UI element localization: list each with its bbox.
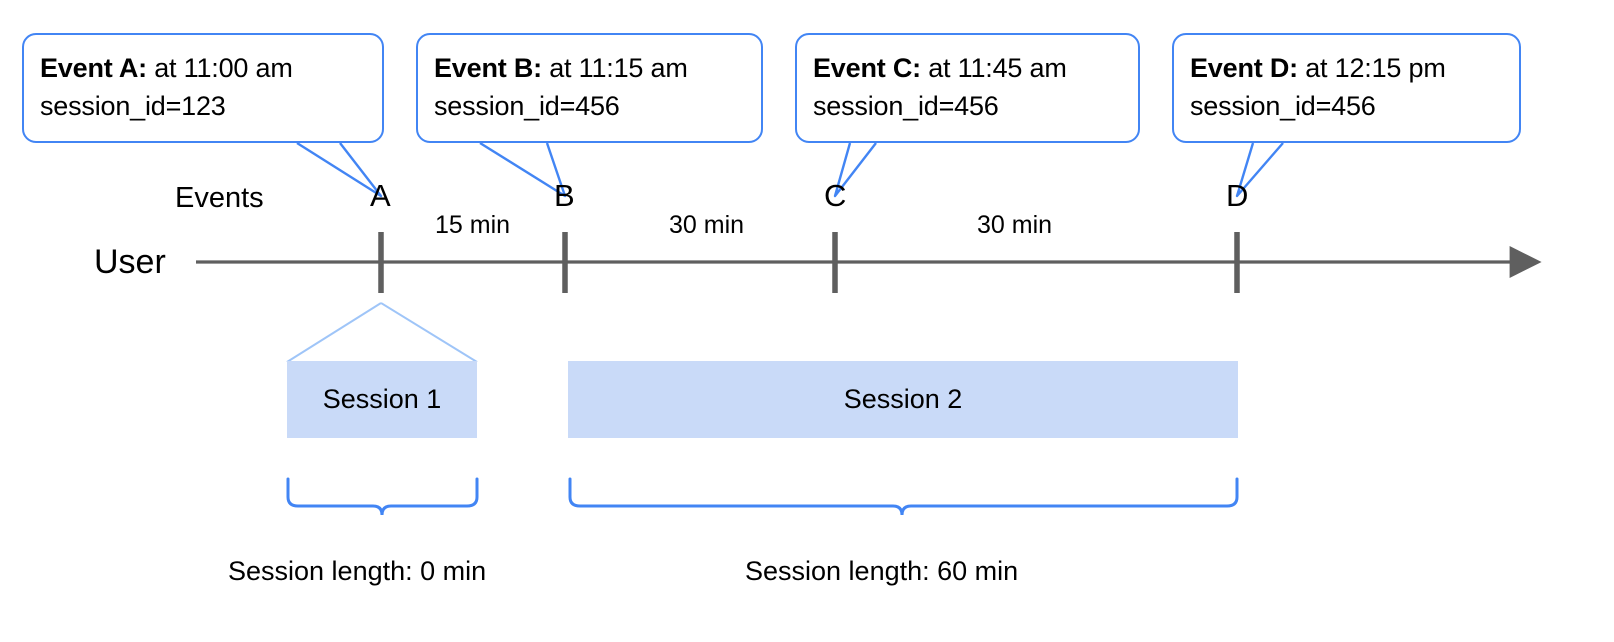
tick-label-a: A bbox=[370, 178, 391, 213]
callout-d-title: Event D: bbox=[1190, 53, 1298, 83]
callout-a-line1: Event A: at 11:00 am bbox=[40, 49, 366, 87]
callout-c-title: Event C: bbox=[813, 53, 921, 83]
callout-tail-c bbox=[833, 142, 877, 198]
callout-d-line2: session_id=456 bbox=[1190, 91, 1376, 121]
callout-d-time: at 12:15 pm bbox=[1297, 53, 1446, 83]
session1-connector bbox=[286, 302, 478, 363]
callout-b-title: Event B: bbox=[434, 53, 542, 83]
callout-c-time: at 11:45 am bbox=[920, 53, 1067, 83]
callout-b-time: at 11:15 am bbox=[541, 53, 688, 83]
session-bar-1-label: Session 1 bbox=[322, 384, 442, 414]
callout-c-line1: Event C: at 11:45 am bbox=[813, 49, 1122, 87]
session-1-length-label: Session length: 0 min bbox=[228, 556, 487, 586]
session-bar-2-label: Session 2 bbox=[843, 384, 963, 414]
callout-event-a[interactable]: Event A: at 11:00 am session_id=123 bbox=[22, 33, 384, 143]
callout-event-d[interactable]: Event D: at 12:15 pm session_id=456 bbox=[1172, 33, 1521, 143]
callout-a-time: at 11:00 am bbox=[146, 53, 293, 83]
gap-label-c-d: 30 min bbox=[977, 211, 1053, 239]
session2-brace bbox=[568, 477, 1239, 516]
callout-tail-a bbox=[296, 141, 383, 198]
callout-event-c[interactable]: Event C: at 11:45 am session_id=456 bbox=[795, 33, 1140, 143]
gap-label-a-b: 15 min bbox=[435, 211, 511, 239]
gap-label-b-c: 30 min bbox=[669, 211, 745, 239]
callout-d-line1: Event D: at 12:15 pm bbox=[1190, 49, 1503, 87]
callout-a-title: Event A: bbox=[40, 53, 147, 83]
events-row-label: Events bbox=[175, 182, 264, 214]
tick-label-d: D bbox=[1226, 178, 1249, 213]
callout-tail-d bbox=[1235, 142, 1284, 198]
session-2-length-label: Session length: 60 min bbox=[745, 556, 1019, 586]
callout-c-line2: session_id=456 bbox=[813, 91, 999, 121]
callout-tail-b bbox=[479, 141, 567, 198]
tick-label-c: C bbox=[824, 178, 847, 213]
session1-brace bbox=[286, 477, 479, 516]
callout-b-line2: session_id=456 bbox=[434, 91, 620, 121]
session-bar-2[interactable]: Session 2 bbox=[568, 361, 1238, 438]
user-row-label: User bbox=[94, 243, 166, 281]
tick-label-b: B bbox=[554, 178, 575, 213]
callout-a-line2: session_id=123 bbox=[40, 91, 226, 121]
callout-event-b[interactable]: Event B: at 11:15 am session_id=456 bbox=[416, 33, 763, 143]
callout-b-line1: Event B: at 11:15 am bbox=[434, 49, 745, 87]
session-bar-1[interactable]: Session 1 bbox=[287, 361, 477, 438]
